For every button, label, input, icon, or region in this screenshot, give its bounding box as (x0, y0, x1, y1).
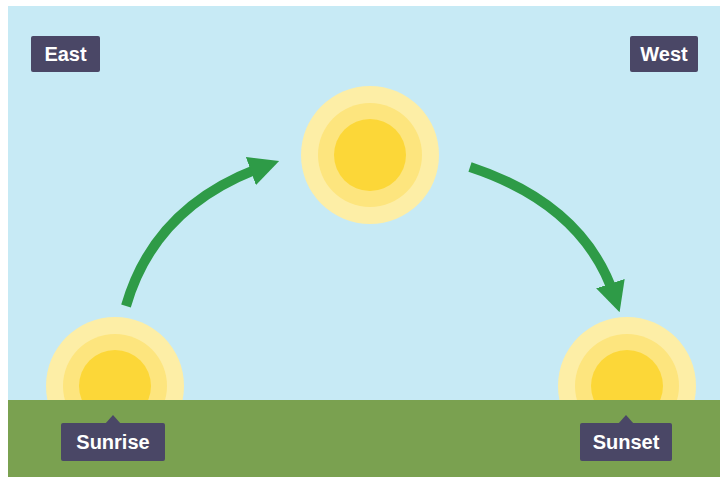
label-text: Sunset (593, 431, 660, 454)
setting-arrow (470, 167, 615, 298)
label-box: Sunset (580, 423, 672, 461)
sun-halo (301, 86, 439, 224)
label-pointer (618, 415, 634, 424)
label-text: East (44, 43, 86, 66)
sun-core (334, 119, 406, 191)
rising-arrow (126, 166, 265, 306)
label-pointer-shape (105, 415, 121, 424)
label-box: West (630, 36, 698, 72)
sun-middle (318, 103, 422, 207)
label-pointer-shape (618, 415, 634, 424)
sun-noon (301, 86, 439, 224)
label-box: East (31, 36, 100, 72)
label-pointer (105, 415, 121, 424)
label-text: West (640, 43, 687, 66)
label-text: Sunrise (76, 431, 149, 454)
label-box: Sunrise (61, 423, 165, 461)
ground (8, 400, 720, 477)
